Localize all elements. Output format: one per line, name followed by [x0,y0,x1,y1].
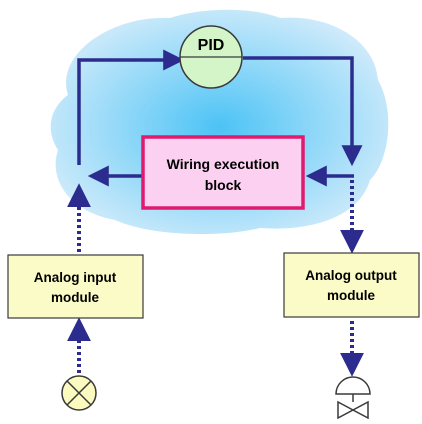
signal-dotted-arrows [67,180,364,377]
analog-input-module: Analog input module [7,254,144,319]
analog-output-label-line2: module [327,288,375,303]
lamp-sensor-icon [61,375,97,411]
analog-input-label-line2: module [51,290,99,305]
wiring-execution-block: Wiring execution block [141,135,305,210]
analog-output-label-line1: Analog output [305,268,397,283]
wiring-block-label-line1: Wiring execution [167,156,280,172]
pid-block: PID [179,25,243,89]
feedback-loop-arrows [77,49,363,187]
pid-label: PID [198,37,225,54]
wiring-block-label-line2: block [205,177,242,193]
analog-input-label-line1: Analog input [34,270,117,285]
loop-right-arrow [243,56,363,167]
loop-left-arrow [77,49,185,165]
analog-output-module: Analog output module [283,252,420,318]
control-valve-icon [335,376,371,420]
